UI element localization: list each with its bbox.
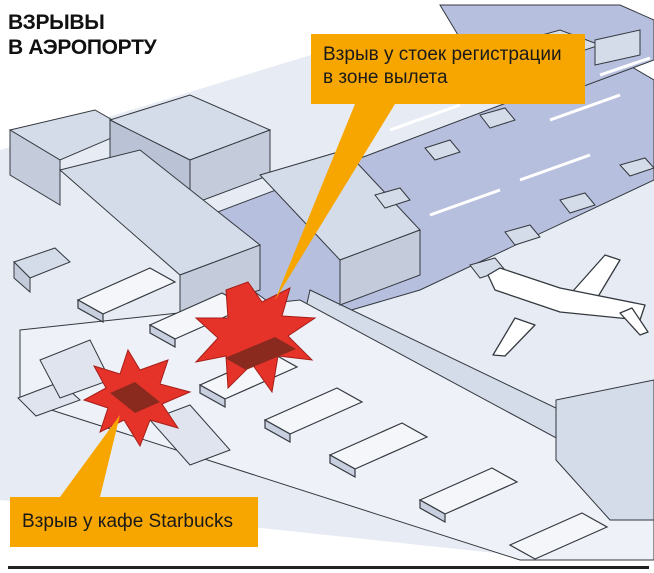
explosion-icon [194, 281, 317, 394]
check-in-counters [76, 267, 609, 560]
page-title: ВЗРЫВЫ В АЭРОПОРТУ [8, 10, 157, 60]
airplane-icon [487, 254, 649, 357]
right-building [555, 379, 654, 521]
check-in-callout-line-2: в зоне вылета [323, 67, 448, 88]
callout-pointer-bottom [60, 415, 120, 497]
bottom-divider [8, 566, 649, 569]
starbucks-callout-text: Взрыв у кафе Starbucks [22, 511, 234, 532]
starbucks-explosion-callout: Взрыв у кафе Starbucks [10, 497, 258, 547]
road-markings [389, 56, 651, 217]
check-in-callout-line-1: Взрыв у стоек регистрации [323, 44, 562, 65]
check-in-explosion-callout: Взрыв у стоек регистрации в зоне вылета [311, 34, 585, 104]
callout-pointer-top [275, 104, 395, 300]
starbucks-cafe-highlight [110, 382, 160, 413]
check-in-counter-highlight [225, 337, 296, 370]
title-line-1: ВЗРЫВЫ [8, 11, 105, 34]
title-line-2: В АЭРОПОРТУ [8, 36, 157, 59]
